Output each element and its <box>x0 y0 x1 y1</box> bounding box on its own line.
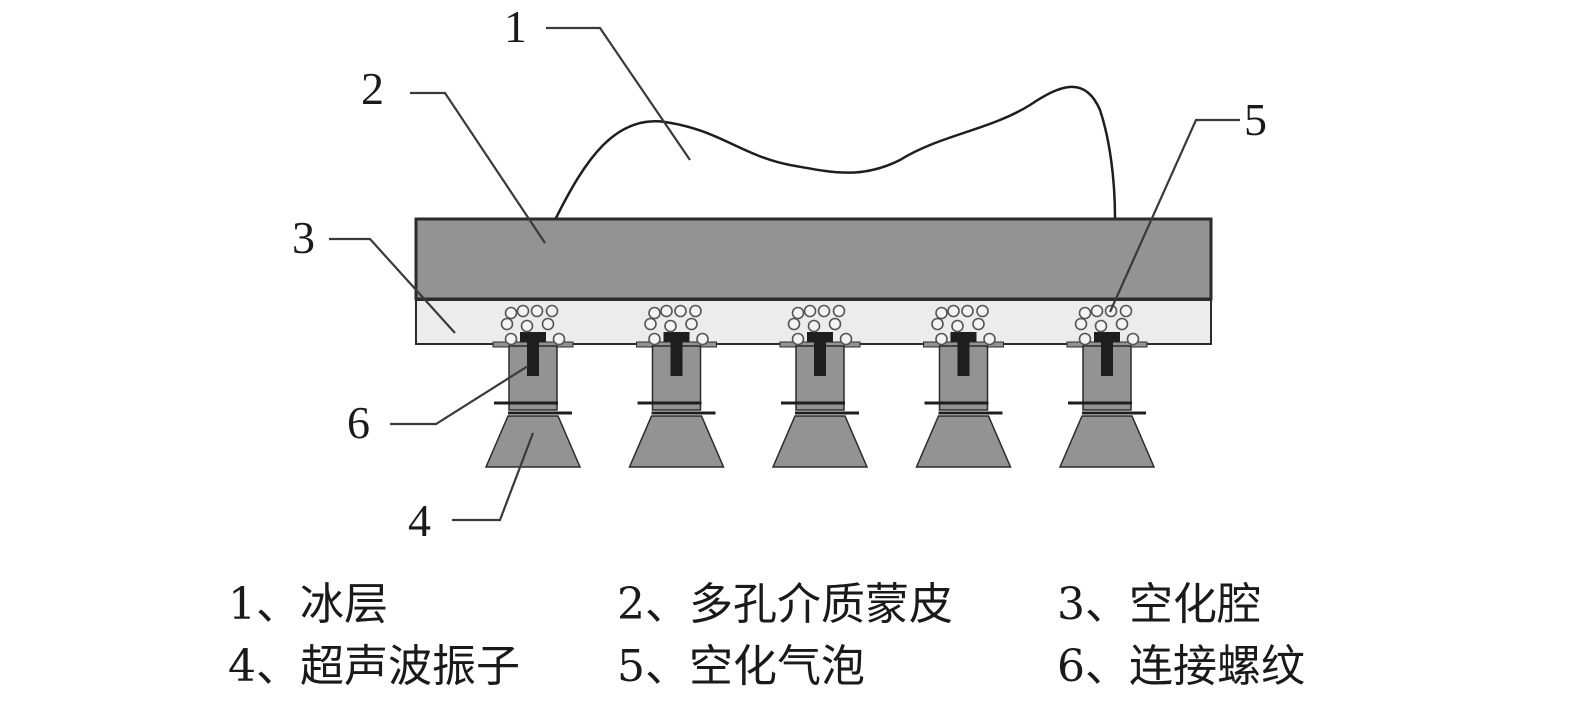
cavitation-bubble <box>689 304 702 318</box>
cavitation-bubble <box>1126 332 1140 346</box>
cavitation-bubble <box>504 332 518 346</box>
cavitation-bubble <box>520 319 534 333</box>
cavitation-bubble <box>1078 332 1092 346</box>
cavitation-bubble <box>791 332 805 346</box>
connecting-bolt-head <box>1094 332 1120 342</box>
leader-line-1 <box>546 26 691 161</box>
cavitation-bubble <box>530 304 544 318</box>
transducer-horn <box>771 415 869 468</box>
cavitation-bubble <box>660 304 673 318</box>
cavitation-bubble <box>1090 304 1104 318</box>
callout-2: 2 <box>361 63 384 114</box>
cavitation-bubble <box>787 317 801 331</box>
cavitation-bubble <box>644 317 657 331</box>
cavitation-bubble <box>983 332 996 346</box>
connecting-bolt-shaft <box>957 340 970 376</box>
porous-skin <box>414 217 1213 301</box>
cavitation-bubble <box>972 317 985 331</box>
callout-4: 4 <box>408 495 431 546</box>
cavitation-bubble <box>935 332 948 346</box>
cavitation-bubble <box>803 304 817 318</box>
callout-1: 1 <box>504 1 527 52</box>
cavitation-bubble <box>817 304 831 318</box>
connecting-bolt-head <box>520 332 546 342</box>
cavitation-bubble <box>1078 306 1092 320</box>
cavitation-bubble <box>951 319 964 333</box>
cavitation-bubble <box>541 317 555 331</box>
callout-6: 6 <box>347 397 370 448</box>
cavitation-bubble <box>504 306 518 320</box>
cavitation-bubble <box>1115 317 1129 331</box>
cavitation-bubble <box>807 319 821 333</box>
cavitation-bubble <box>791 306 805 320</box>
cavitation-bubble <box>552 332 566 346</box>
cavitation-bubble <box>685 317 698 331</box>
transducer-horn <box>915 415 1012 468</box>
cavitation-bubble <box>931 317 944 331</box>
leader-line-6 <box>390 365 529 426</box>
cavitation-bubble <box>947 304 960 318</box>
cavitation-bubble <box>961 304 974 318</box>
leader-line-4 <box>452 432 535 522</box>
cavitation-bubble <box>839 332 853 346</box>
connecting-bolt-shaft <box>527 340 539 376</box>
connecting-bolt-head <box>807 332 833 342</box>
ultrasonic-transducer <box>915 304 1012 468</box>
cavitation-bubble <box>500 317 514 331</box>
ultrasonic-transducer <box>1058 304 1156 468</box>
cavitation-bubble <box>976 304 989 318</box>
ice-layer-outline <box>554 85 1117 219</box>
connecting-bolt-head <box>950 332 977 342</box>
cavitation-bubble <box>1119 304 1133 318</box>
connecting-bolt-shaft <box>814 340 826 376</box>
cavitation-bubble <box>664 319 677 333</box>
cavitation-bubble <box>545 304 559 318</box>
cavitation-bubble <box>648 332 661 346</box>
cavitation-bubble <box>696 332 709 346</box>
ultrasonic-transducer <box>771 304 869 468</box>
leader-line-2 <box>410 91 546 244</box>
ultrasonic-transducer <box>484 304 582 468</box>
connecting-bolt-head <box>663 332 690 342</box>
cavitation-bubble <box>832 304 846 318</box>
ultrasonic-transducer <box>628 304 725 468</box>
connecting-bolt-shaft <box>670 340 683 376</box>
transducer-body <box>938 345 989 411</box>
leader-line-3 <box>329 237 456 334</box>
leader-line-5 <box>1108 118 1240 313</box>
cavitation-bubble <box>1074 317 1088 331</box>
callout-5: 5 <box>1244 94 1267 145</box>
cavitation-bubble <box>828 317 842 331</box>
cavitation-bubble <box>1094 319 1108 333</box>
cavitation-bubble <box>648 306 661 320</box>
cavitation-bubble <box>674 304 687 318</box>
transducer-horn <box>484 415 582 468</box>
connecting-bolt-shaft <box>1101 340 1113 376</box>
transducer-horn <box>1058 415 1156 468</box>
cavitation-bubble <box>935 306 948 320</box>
transducer-horn <box>628 415 725 468</box>
callout-3: 3 <box>292 212 315 263</box>
cavitation-bubble <box>516 304 530 318</box>
